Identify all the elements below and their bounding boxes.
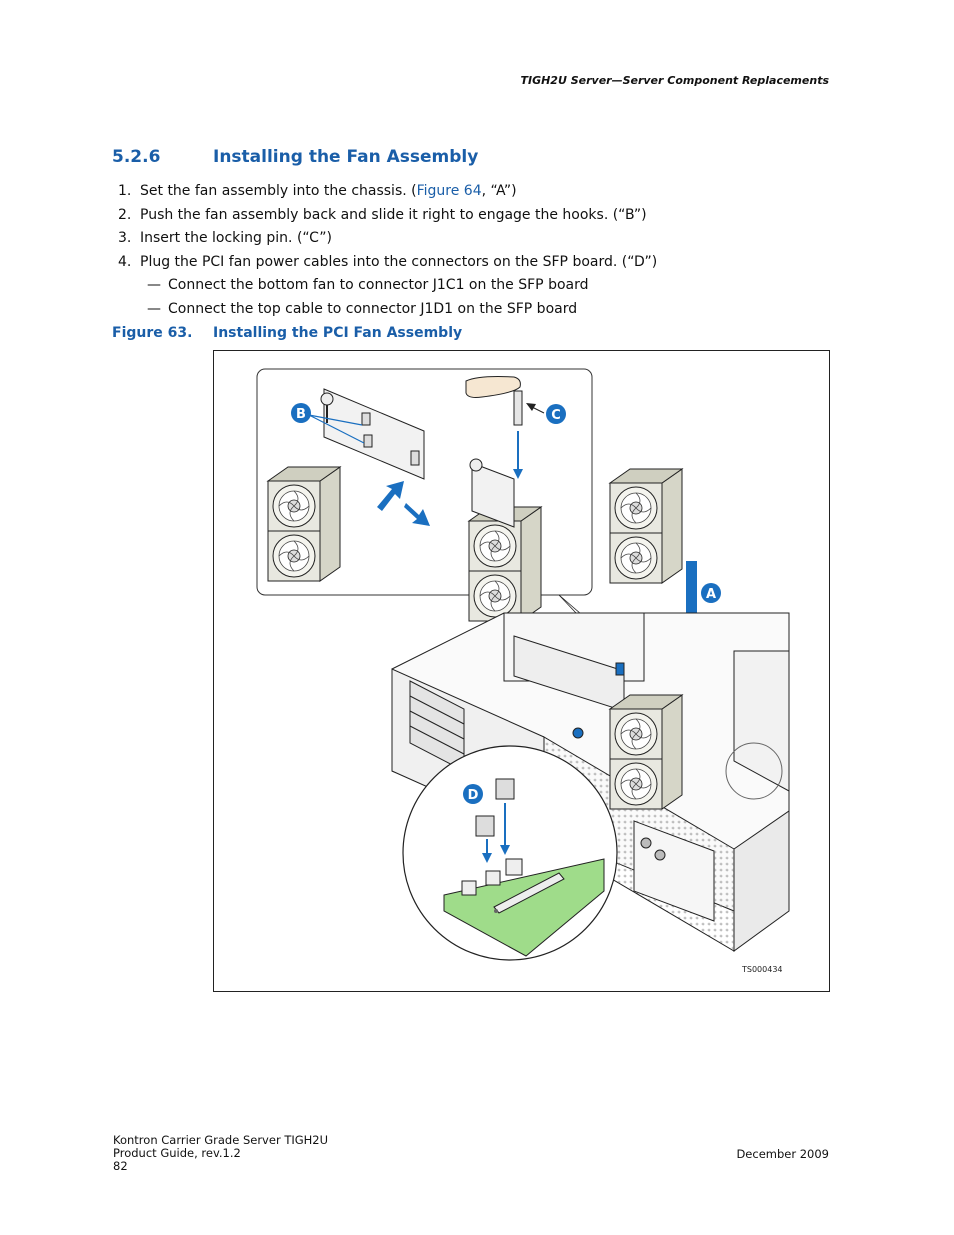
figure-illustration: B C A D TS000434 <box>213 350 830 992</box>
section-title: Installing the Fan Assembly <box>213 147 479 167</box>
procedure-steps: 1. Set the fan assembly into the chassis.… <box>118 180 657 321</box>
step-number: 2. <box>118 206 132 223</box>
figure-image-id: TS000434 <box>742 965 783 974</box>
footer-guide: Product Guide, rev.1.2 <box>113 1146 241 1160</box>
step-text: Push the fan assembly back and slide it … <box>140 206 647 223</box>
step-number: 3. <box>118 230 132 246</box>
fan-assembly-drawing: B C A D <box>256 368 790 961</box>
callout-a-badge: A <box>701 583 721 603</box>
fan-assembly-main <box>610 469 682 583</box>
step-text: Plug the PCI fan power cables into the c… <box>140 253 658 270</box>
step-text: Set the fan assembly into the chassis. ( <box>140 183 417 199</box>
fan-assembly-installed <box>610 695 682 809</box>
callout-b-label: B <box>296 407 306 422</box>
footer-date: December 2009 <box>736 1147 829 1161</box>
step-3: 3. Insert the locking pin. (“C”) <box>118 227 657 251</box>
push-arrows <box>377 481 430 526</box>
step-2: 2. Push the fan assembly back and slide i… <box>118 204 657 228</box>
step-number: 1. <box>118 183 132 199</box>
substep-text: Connect the top cable to connector J1D1 … <box>168 300 578 317</box>
figure-link[interactable]: Figure 64 <box>416 183 482 199</box>
step-text: Insert the locking pin. (“C”) <box>140 230 332 246</box>
callout-b-badge: B <box>291 403 311 423</box>
figure-caption: Figure 63. Installing the PCI Fan Assembl… <box>112 325 462 341</box>
section-number: 5.2.6 <box>112 147 161 167</box>
callout-b-arrows <box>308 414 365 444</box>
substep-text: Connect the bottom fan to connector J1C1… <box>168 277 589 293</box>
step-text-end: , “A”) <box>481 183 517 199</box>
finger-and-pin <box>465 376 545 479</box>
section-heading: 5.2.6 Installing the Fan Assembly <box>112 147 478 167</box>
connector-detail-circle <box>402 745 618 961</box>
footer-product: Kontron Carrier Grade Server TIGH2U <box>113 1133 329 1147</box>
substep-1: — Connect the bottom fan to connector J1C… <box>147 274 657 298</box>
step-number: 4. <box>118 253 132 270</box>
step-1: 1. Set the fan assembly into the chassis.… <box>118 180 657 204</box>
figure-number: Figure 63. <box>112 325 193 341</box>
figure-title: Installing the PCI Fan Assembly <box>213 325 463 341</box>
fan-assembly-detail <box>268 467 340 581</box>
callout-d-label: D <box>468 788 479 803</box>
page-number: 82 <box>113 1159 128 1173</box>
fan-bracket <box>320 388 425 480</box>
dash: — <box>147 277 161 293</box>
callout-d-badge: D <box>463 784 483 804</box>
running-header: TIGH2U Server—Server Component Replaceme… <box>520 74 829 87</box>
step-4: 4. Plug the PCI fan power cables into the… <box>118 251 657 275</box>
footer: Kontron Carrier Grade Server TIGH2U Prod… <box>113 1134 328 1173</box>
callout-c-badge: C <box>546 404 566 424</box>
substep-2: — Connect the top cable to connector J1D1… <box>147 298 657 322</box>
pin-bracket <box>469 458 515 528</box>
callout-c-label: C <box>551 408 561 423</box>
dash: — <box>147 300 161 317</box>
callout-a-label: A <box>706 587 716 602</box>
